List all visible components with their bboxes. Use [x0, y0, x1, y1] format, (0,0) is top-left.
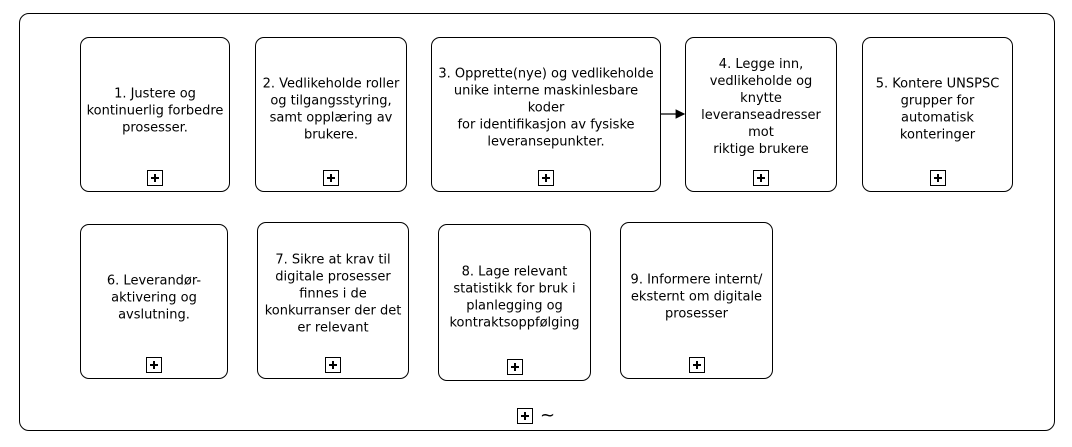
task-8[interactable]: 8. Lage relevant statistikk for bruk i p…	[438, 224, 591, 381]
plus-square-icon[interactable]	[146, 357, 162, 373]
plus-square-icon[interactable]	[147, 170, 163, 186]
task-label: 1. Justere og kontinuerlig forbedre pros…	[86, 85, 224, 135]
task-9[interactable]: 9. Informere internt/ eksternt om digita…	[620, 222, 773, 379]
plus-square-icon[interactable]	[688, 357, 705, 373]
plus-square-icon[interactable]	[753, 170, 769, 186]
task-label: 4. Legge inn, vedlikeholde og knytte lev…	[701, 56, 821, 157]
task-7[interactable]: 7. Sikre at krav til digitale prosesser …	[257, 222, 409, 379]
task-4[interactable]: 4. Legge inn, vedlikeholde og knytte lev…	[685, 37, 837, 192]
task-5[interactable]: 5. Kontere UNSPSC grupper for automatisk…	[862, 37, 1013, 192]
task-3[interactable]: 3. Opprette(nye) og vedlikeholde unike i…	[431, 37, 661, 192]
task-label: 8. Lage relevant statistikk for bruk i p…	[449, 264, 580, 331]
plus-square-icon[interactable]	[929, 170, 946, 186]
task-label: 9. Informere internt/ eksternt om digita…	[630, 271, 763, 321]
task-1[interactable]: 1. Justere og kontinuerlig forbedre pros…	[80, 37, 230, 192]
task-label: 6. Leverandør- aktivering og avslutning.	[106, 272, 202, 322]
task-label: 2. Vedlikeholde roller og tilgangsstyrin…	[262, 76, 400, 143]
tilde-loop-icon: ~	[540, 405, 556, 426]
plus-square-icon[interactable]	[538, 170, 554, 186]
task-label: 3. Opprette(nye) og vedlikeholde unike i…	[438, 66, 654, 150]
task-6[interactable]: 6. Leverandør- aktivering og avslutning.	[80, 224, 228, 379]
task-label: 7. Sikre at krav til digitale prosesser …	[264, 252, 402, 336]
task-label: 5. Kontere UNSPSC grupper for automatisk…	[875, 76, 1000, 143]
plus-square-icon[interactable]	[323, 170, 339, 186]
plus-square-icon[interactable]	[517, 408, 533, 424]
plus-square-icon[interactable]	[506, 359, 523, 375]
task-2[interactable]: 2. Vedlikeholde roller og tilgangsstyrin…	[255, 37, 407, 192]
plus-square-icon[interactable]	[325, 357, 341, 373]
